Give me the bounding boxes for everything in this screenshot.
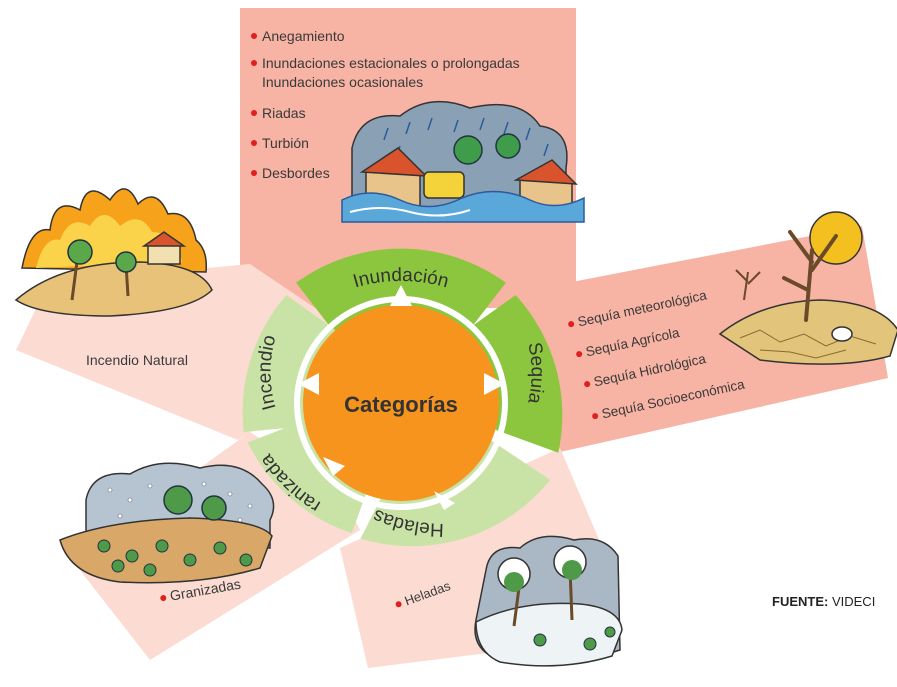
flood-illustration	[341, 100, 585, 223]
arrow-right-icon	[484, 373, 505, 395]
granizadas-ring-segment	[247, 417, 375, 534]
bullet-icon	[251, 140, 257, 146]
source-label: FUENTE:	[772, 594, 829, 609]
bullet-icon	[592, 413, 599, 420]
drought-illustration	[718, 211, 897, 365]
arrow-up-icon	[390, 285, 412, 306]
bullet-icon	[251, 33, 257, 39]
hail-illustration	[59, 462, 275, 584]
bullet-icon	[251, 170, 257, 176]
bullet-icon	[568, 321, 575, 328]
frost-illustration	[474, 535, 623, 667]
incendio-ring-segment	[242, 295, 345, 432]
arrow-down-right-icon	[434, 491, 455, 510]
arrow-icons	[298, 285, 505, 510]
bullet-icon	[160, 595, 167, 602]
list-item: Desbordes	[262, 165, 330, 181]
wildfire-illustration	[14, 188, 213, 317]
arrow-left-icon	[298, 373, 319, 395]
source-value: VIDECI	[831, 594, 876, 609]
sequia-segment-label: Sequia	[523, 341, 547, 406]
list-item: Riadas	[262, 105, 306, 121]
bullet-icon	[584, 381, 591, 388]
inundacion-list: Anegamiento Inundaciones estacionales o …	[251, 28, 520, 181]
bullet-icon	[251, 110, 257, 116]
arrow-down-left-icon	[323, 457, 345, 476]
bullet-icon	[576, 351, 583, 358]
center-circle	[303, 305, 499, 501]
list-item: Inundaciones ocasionales	[262, 74, 423, 90]
bullet-icon	[395, 601, 402, 608]
bullet-icon	[251, 60, 257, 66]
list-item: Turbión	[262, 135, 309, 151]
source-credit: FUENTE: VIDECI	[772, 594, 875, 609]
list-item: Anegamiento	[262, 28, 345, 44]
incendio-item: Incendio Natural	[86, 352, 188, 368]
list-item: Inundaciones estacionales o prolongadas	[262, 55, 520, 71]
center-label: Categorías	[344, 392, 458, 417]
